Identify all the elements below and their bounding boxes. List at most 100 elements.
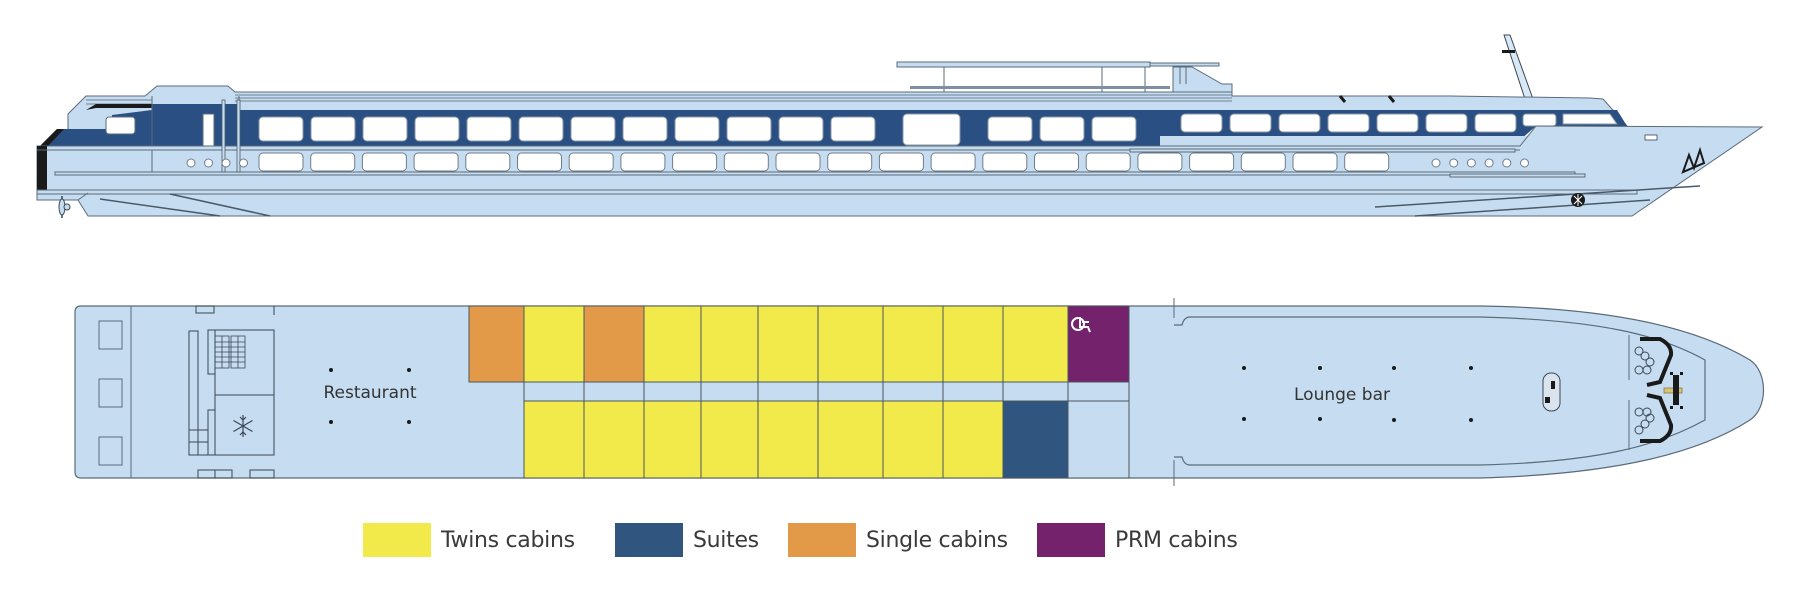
upper-window bbox=[674, 116, 720, 142]
lower-window bbox=[827, 152, 873, 172]
lower-window bbox=[413, 152, 459, 172]
cabin-twin bbox=[700, 400, 759, 479]
ship-profile bbox=[36, 34, 1764, 218]
lower-window bbox=[465, 152, 511, 172]
upper-window bbox=[258, 116, 304, 142]
restaurant-label: Restaurant bbox=[323, 383, 416, 403]
cabin-twin bbox=[523, 305, 585, 383]
lower-window bbox=[775, 152, 821, 172]
cabin-twin bbox=[942, 400, 1004, 479]
lower-window bbox=[723, 152, 769, 172]
stern-window bbox=[105, 116, 136, 135]
legend-label-prm: PRM cabins bbox=[1115, 527, 1238, 553]
legend-label-twin: Twins cabins bbox=[441, 527, 575, 553]
upper-window bbox=[310, 116, 356, 142]
legend-item-prm: PRM cabins bbox=[1037, 523, 1238, 557]
porthole bbox=[1466, 158, 1476, 168]
lower-window bbox=[1292, 152, 1338, 172]
legend-swatch-twin bbox=[363, 523, 431, 557]
upper-window bbox=[1327, 113, 1370, 133]
stern-hatch bbox=[98, 320, 123, 350]
roof-stripes bbox=[86, 94, 1232, 105]
upper-window bbox=[466, 116, 512, 142]
lower-window bbox=[1344, 152, 1390, 172]
cabin-single bbox=[468, 305, 525, 383]
cabin-corridor bbox=[1067, 400, 1130, 479]
wheelhouse bbox=[1172, 66, 1233, 95]
mooring-equipment bbox=[1634, 337, 1683, 443]
legend-swatch-suite bbox=[615, 523, 683, 557]
upper-window bbox=[1376, 113, 1419, 133]
legend-label-suite: Suites bbox=[693, 527, 759, 553]
legend-item-single: Single cabins bbox=[788, 523, 1008, 557]
lower-window bbox=[1034, 152, 1079, 172]
corridor-segment bbox=[882, 381, 944, 402]
legend-swatch-prm bbox=[1037, 523, 1105, 557]
navigation-light-icon bbox=[1644, 134, 1658, 141]
corridor-segment bbox=[1067, 381, 1130, 402]
restaurant-room: Restaurant bbox=[323, 368, 417, 424]
porthole bbox=[1449, 158, 1459, 168]
cabin-twin bbox=[882, 400, 944, 479]
deck-plan: Restaurant Lounge bar bbox=[74, 298, 1764, 486]
lower-window bbox=[568, 152, 614, 172]
cabin-twin bbox=[942, 305, 1004, 383]
spiral-stair-icon bbox=[1542, 372, 1561, 412]
upper-windows bbox=[258, 113, 1618, 142]
upper-window bbox=[1474, 113, 1517, 133]
lower-window bbox=[1137, 152, 1183, 172]
cabin-twin bbox=[817, 305, 884, 383]
cabin-twin bbox=[817, 400, 884, 479]
door bbox=[202, 113, 215, 147]
upper-window bbox=[1091, 116, 1137, 142]
cabin-twin bbox=[882, 305, 944, 383]
bow-portholes bbox=[1431, 158, 1529, 168]
porthole bbox=[1502, 158, 1512, 168]
lower-window bbox=[672, 152, 718, 172]
legend-item-suite: Suites bbox=[615, 523, 759, 557]
upper-window bbox=[1180, 113, 1223, 133]
lower-window bbox=[361, 152, 407, 172]
corridor-segment bbox=[700, 381, 759, 402]
cabin-twin bbox=[643, 305, 702, 383]
cabin-twin bbox=[583, 400, 645, 479]
galley bbox=[188, 305, 275, 479]
upper-window bbox=[726, 116, 772, 142]
corridor-segment bbox=[583, 381, 645, 402]
lower-window bbox=[930, 152, 976, 172]
upper-window bbox=[778, 116, 824, 142]
stern-hatch bbox=[98, 436, 123, 466]
upper-window bbox=[830, 116, 876, 142]
lower-window bbox=[517, 152, 562, 172]
porthole bbox=[1520, 158, 1529, 168]
upper-window bbox=[570, 116, 616, 142]
cabin-single bbox=[583, 305, 645, 383]
lower-window bbox=[878, 152, 924, 172]
cabin-twin bbox=[523, 400, 585, 479]
legend-item-twin: Twins cabins bbox=[363, 523, 575, 557]
lounge-room: Lounge bar bbox=[1242, 366, 1473, 422]
legend-label-single: Single cabins bbox=[866, 527, 1008, 553]
upper-window bbox=[987, 116, 1033, 142]
upper-window bbox=[362, 116, 408, 142]
cabin-grid bbox=[468, 305, 1130, 479]
upper-window bbox=[1229, 113, 1272, 133]
stern-hatch bbox=[98, 378, 123, 408]
snowflake-icon bbox=[233, 415, 253, 437]
upper-window bbox=[518, 116, 564, 142]
lower-windows bbox=[258, 152, 1390, 172]
lower-window bbox=[620, 152, 666, 172]
hull-lines bbox=[99, 185, 1701, 217]
lower-window bbox=[1085, 152, 1131, 172]
porthole bbox=[221, 158, 231, 168]
anchor-icon bbox=[1681, 146, 1706, 174]
lower-window bbox=[1240, 152, 1286, 172]
upper-window bbox=[622, 116, 668, 142]
cabin-twin bbox=[643, 400, 702, 479]
porthole bbox=[186, 158, 196, 168]
porthole bbox=[1431, 158, 1441, 168]
corridor-segment bbox=[942, 381, 1004, 402]
upper-window bbox=[1522, 113, 1557, 127]
propeller-icon bbox=[58, 196, 71, 218]
